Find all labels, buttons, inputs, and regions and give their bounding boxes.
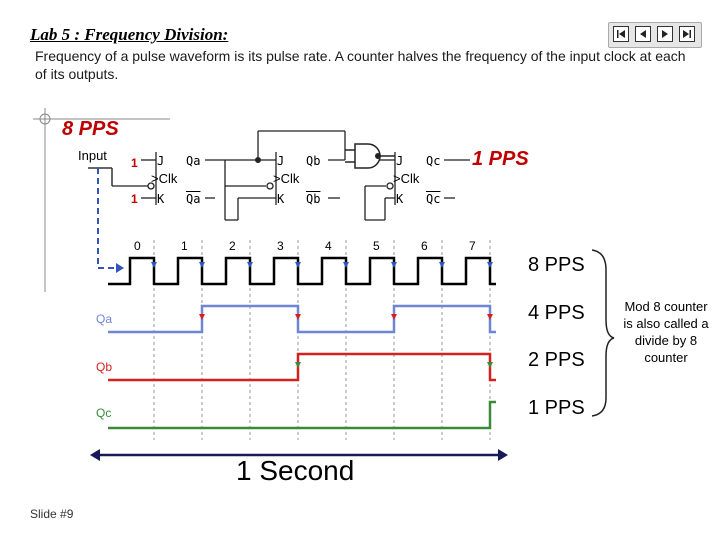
junction-dot: [255, 157, 261, 163]
falling-edge-arrow: [487, 362, 493, 368]
input-rate-label: 8 PPS: [62, 118, 119, 140]
waveform-qc: [108, 400, 496, 430]
rate-label-qc: 1 PPS: [528, 397, 585, 419]
ff-b-q-label: Qb: [306, 154, 321, 168]
signal-name-qb: Qb: [96, 360, 113, 374]
falling-edge-arrow: [343, 262, 349, 268]
pulse-number: 7: [469, 239, 476, 253]
bullet-icon: [33, 108, 170, 292]
page-subtitle: Frequency of a pulse waveform is its pul…: [35, 48, 686, 82]
input-wire: [88, 167, 124, 273]
duration-label: 1 Second: [236, 455, 355, 486]
signal-name-qc: Qc: [96, 406, 112, 420]
brace: [591, 249, 615, 417]
pulse-number: 0: [134, 239, 141, 253]
pulse-number: 5: [373, 239, 380, 253]
pulse-number: 4: [325, 239, 332, 253]
pulse-number: 3: [277, 239, 284, 253]
ff-c-q-label: Qc: [426, 154, 441, 168]
falling-edge-arrow: [295, 362, 301, 368]
mod8-note: Mod 8 counter is also called a divide by…: [623, 299, 709, 365]
ff-a-clk-label: >Clk: [151, 171, 178, 186]
high-level-label-k: 1: [131, 192, 138, 206]
ff-c-qbar-label: Qc: [426, 192, 441, 206]
rate-label-qa: 4 PPS: [528, 302, 585, 324]
falling-edge-arrow: [199, 262, 205, 268]
last-icon[interactable]: [679, 26, 695, 42]
ff-a-j-label: J: [157, 154, 165, 168]
next-icon[interactable]: [657, 26, 673, 42]
falling-edge-arrow: [295, 262, 301, 268]
timing-waveforms: [108, 240, 496, 440]
falling-edge-arrow: [391, 314, 397, 320]
ff-c-clk-label: >Clk: [393, 171, 420, 186]
ff-c-j-label: J: [396, 154, 404, 168]
waveform-qa: [108, 304, 496, 334]
falling-edge-arrow: [295, 314, 301, 320]
slide-number: Slide #9: [30, 507, 74, 521]
high-level-label-j: 1: [131, 156, 138, 170]
first-icon[interactable]: [613, 26, 629, 42]
falling-edge-arrow: [247, 262, 253, 268]
flipflop-a: [112, 131, 259, 205]
ff-b-j-label: J: [277, 154, 285, 168]
rate-label-clock: 8 PPS: [528, 254, 585, 276]
pulse-number: 2: [229, 239, 236, 253]
input-label: Input: [78, 148, 107, 163]
waveform-clock: [108, 256, 496, 286]
waveform-qb: [108, 352, 496, 382]
ff-a-qbar-label: Qa: [186, 192, 201, 206]
falling-edge-arrow: [151, 262, 157, 268]
junction-dot: [375, 153, 381, 159]
falling-edge-arrow: [391, 262, 397, 268]
ff-c-k-label: K: [396, 192, 404, 206]
falling-edge-arrow: [199, 314, 205, 320]
and-gate: [345, 143, 395, 169]
output-rate-label: 1 PPS: [472, 148, 529, 170]
signal-name-qa: Qa: [96, 312, 113, 326]
flipflop-b: [224, 130, 346, 221]
pulse-number: 1: [181, 239, 188, 253]
ff-b-qbar-label: Qb: [306, 192, 321, 206]
falling-edge-arrow: [487, 314, 493, 320]
falling-edge-arrow: [439, 262, 445, 268]
rate-label-qb: 2 PPS: [528, 349, 585, 371]
ff-b-k-label: K: [277, 192, 285, 206]
slide-navigation: [608, 22, 702, 48]
pulse-number: 6: [421, 239, 428, 253]
ff-a-k-label: K: [157, 192, 165, 206]
ff-b-clk-label: >Clk: [273, 171, 300, 186]
falling-edge-arrow: [487, 262, 493, 268]
duration-arrow: [90, 449, 508, 461]
page-title: Lab 5 : Frequency Division:: [30, 25, 229, 44]
flipflop-c: [364, 152, 470, 221]
ff-a-q-label: Qa: [186, 154, 201, 168]
previous-icon[interactable]: [635, 26, 651, 42]
